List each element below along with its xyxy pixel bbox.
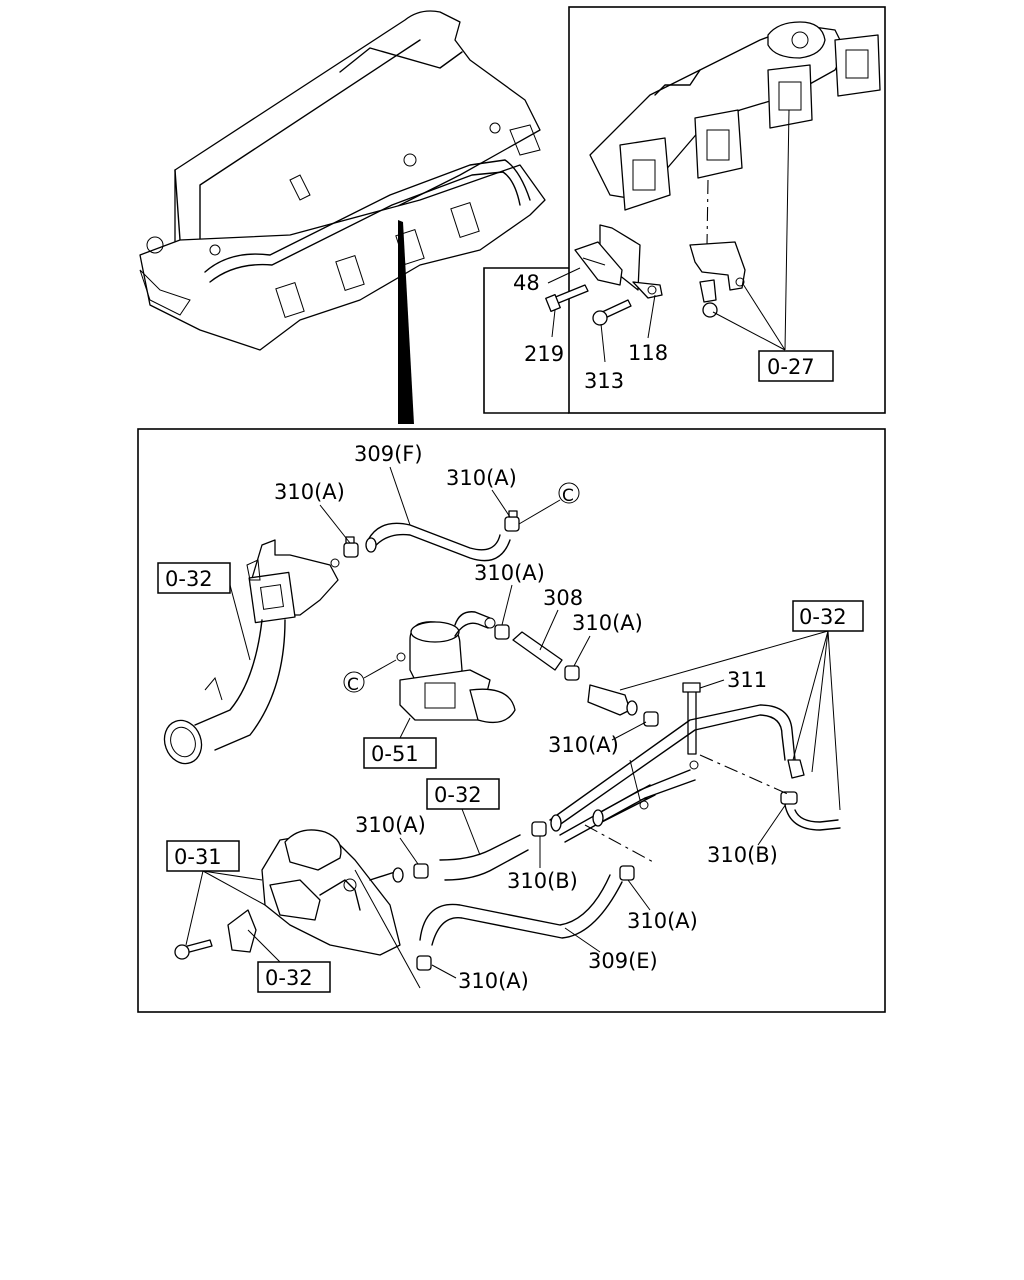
clamp-310a-1 [343,536,359,558]
clamp-310a-7 [619,865,635,881]
ref-box-0-27 [758,350,834,382]
label-310b-1: 310(B) [707,843,778,867]
bolt-313 [592,299,632,326]
bolt-219 [545,284,589,313]
label-310a-6: 310(A) [355,813,426,837]
hose-309f [367,522,511,562]
label-0-32-a: 0-32 [165,567,213,591]
label-310a-2: 310(A) [446,466,517,490]
hose-309e [419,874,623,946]
label-309f: 309(F) [354,442,423,466]
clamp-310a-2 [504,510,520,532]
label-310a-1: 310(A) [274,480,345,504]
bracket-48 [574,224,641,291]
clamp-310a-4 [564,665,580,681]
ref-box-0-32-c [426,778,500,810]
label-0-32-b: 0-32 [799,605,847,629]
clamp-310a-3 [494,624,510,640]
marker-c-1 [558,482,580,504]
bracket-118 [632,281,663,299]
marker-c-2-label: C [347,675,359,695]
label-308: 308 [543,586,583,610]
clamp-310b-1 [780,791,798,805]
ref-box-0-32-d [257,961,331,993]
label-311: 311 [727,668,767,692]
label-310b-2: 310(B) [507,869,578,893]
callout-leader [398,220,414,424]
water-outlet-pipe [163,539,340,765]
label-118: 118 [628,341,668,365]
ref-box-0-51 [363,737,437,769]
label-0-51: 0-51 [371,742,419,766]
label-310a-4: 310(A) [572,611,643,635]
label-310a-3: 310(A) [474,561,545,585]
label-0-32-c: 0-32 [434,783,482,807]
label-310a-7: 310(A) [627,909,698,933]
engine-drawing [139,10,546,351]
clamp-310a-5 [643,711,659,727]
detail-frame-top-ext [483,267,569,414]
label-219: 219 [524,342,564,366]
marker-c-1-label: C [562,486,574,506]
hose-308 [512,631,563,671]
ref-box-0-32-a [157,562,231,594]
water-pump-housing [174,829,404,960]
hose-lower-upper [439,834,529,881]
label-0-32-d: 0-32 [265,966,313,990]
egr-pipe-assembly [549,704,841,843]
bracket-manifold [689,241,746,318]
label-0-27: 0-27 [767,355,815,379]
marker-c-2 [343,671,365,693]
label-309e: 309(E) [588,949,658,973]
exhaust-manifold [589,21,881,211]
label-310a-5: 310(A) [548,733,619,757]
clamp-310b-2 [531,821,547,837]
label-0-31: 0-31 [174,845,222,869]
label-310a-8: 310(A) [458,969,529,993]
egr-valve-0-51 [396,611,516,724]
detail-frame-main [137,428,886,1013]
detail-frame-top [568,6,886,414]
ref-box-0-31 [166,840,240,872]
label-48: 48 [513,271,540,295]
clamp-310a-8 [416,955,432,971]
label-313: 313 [584,369,624,393]
clamp-310a-6 [413,863,429,879]
